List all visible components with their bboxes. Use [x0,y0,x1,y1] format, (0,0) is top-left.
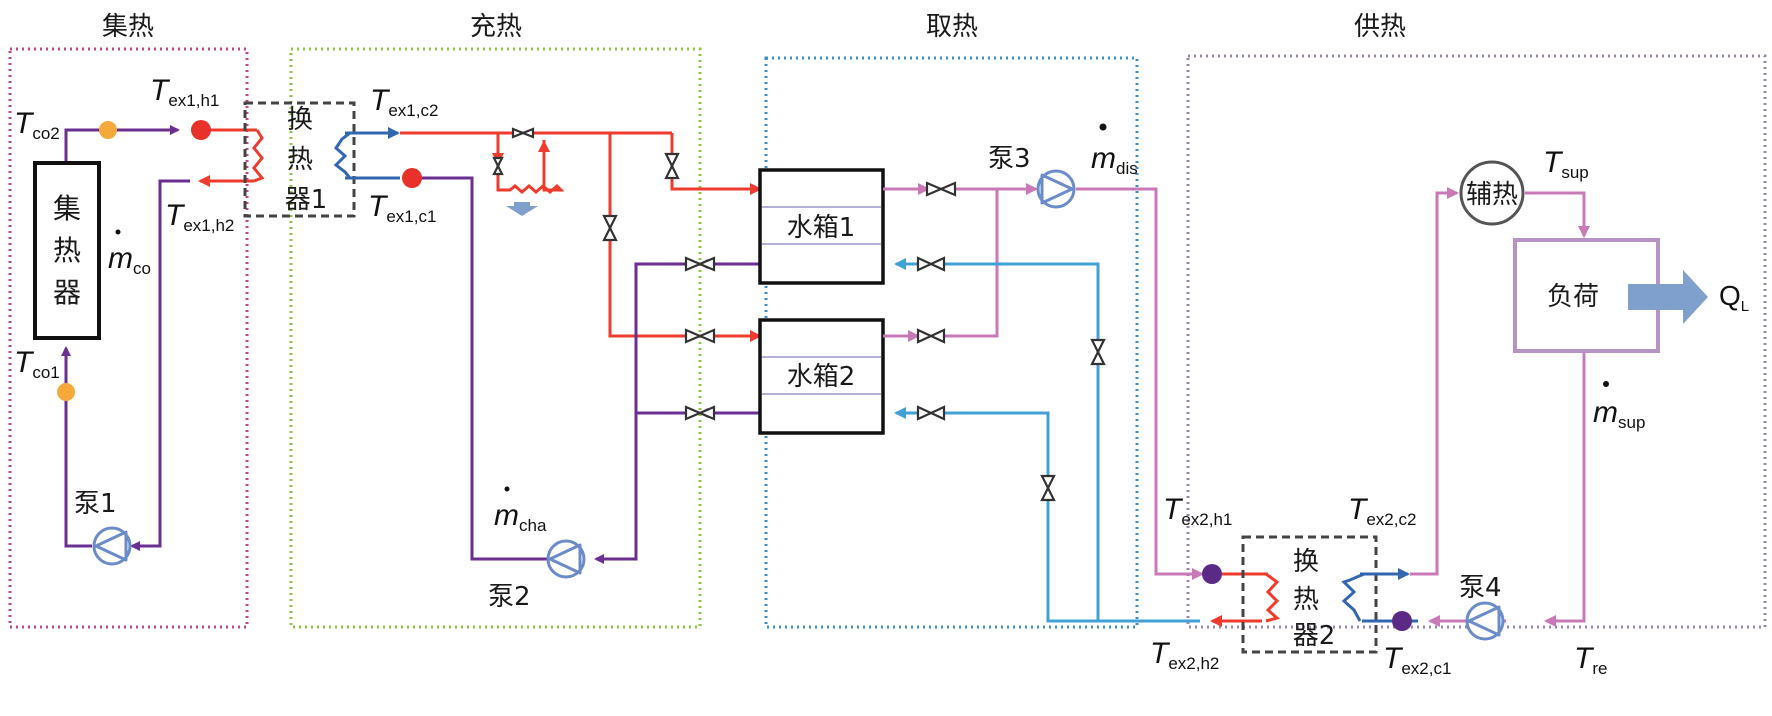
tank-1: 水箱1 [758,168,885,285]
sensor-t-co2 [99,121,117,139]
supply-section-border [1186,54,1767,629]
aux-heater-label: 辅热 [1466,180,1518,210]
section-title-collect: 集热 [102,12,154,42]
m-co-dot [115,229,121,235]
hx1-cold-coil [333,131,352,179]
hx2-label-2: 热 [1293,585,1319,615]
label-t-ex2-c2: Tex2,c2 [1348,493,1416,529]
m-dis-dot [1099,123,1107,131]
heat-load-arrow [1628,270,1708,324]
label-t-ex1-c2: Tex1,c2 [370,84,438,120]
valve-tank1-inlet-vertical [664,152,680,180]
hx1-hot-coil [252,129,265,183]
collector-label-2: 热 [53,234,81,267]
valve-heat-dump-top [511,127,535,139]
label-t-ex1-h1: Tex1,h1 [150,74,219,110]
hx2-hot-coil [1265,572,1281,623]
collector-label-1: 集 [53,192,81,225]
collector-label-3: 器 [53,276,81,309]
pump-3 [1036,169,1076,209]
pump-4 [1465,601,1505,641]
label-t-ex1-c1: Tex1,c1 [368,190,436,226]
m-sup-dot [1603,381,1609,387]
section-title-supply: 供热 [1354,12,1406,42]
load-label: 负荷 [1547,282,1599,312]
sensor-t-ex1-h1 [191,120,211,140]
label-q-l: QL [1719,280,1749,315]
sensor-t-ex2-c1 [1392,611,1412,631]
valve-tank2-discharge-out [916,328,946,344]
charge-section-border [289,47,702,629]
valve-return-vertical-2 [1040,474,1056,502]
hx1-label-3: 器1 [285,185,328,215]
sensor-t-ex2-h1 [1202,564,1222,584]
heat-dump-arrow [506,202,538,216]
label-m-sup: msup [1593,396,1645,432]
valve-tank2-outlet [684,405,716,421]
discharge-loop-pipes [883,183,1262,627]
label-t-re: Tre [1574,642,1607,678]
label-m-dis: mdis [1091,142,1138,178]
valve-heat-dump-side [492,156,504,176]
label-t-co1: Tco1 [14,346,60,382]
valve-tank2-inlet [684,328,716,344]
solar-collector: 集 热 器 [33,161,101,340]
hx1-boundary [243,101,356,218]
section-title-discharge: 取热 [926,12,978,42]
pump-2 [546,539,586,579]
hx2-label-3: 器2 [1293,621,1336,651]
hx1-label-1: 换 [287,105,313,135]
section-title-charge: 充热 [470,12,522,42]
label-t-ex2-c1: Tex2,c1 [1383,642,1451,678]
discharge-section-border [764,56,1139,629]
label-t-ex1-h2: Tex1,h2 [165,199,234,235]
sensor-t-co1 [57,383,75,401]
valve-tank1-outlet [684,256,716,272]
pump-1 [92,526,132,566]
auxiliary-heater: 辅热 [1459,160,1525,226]
m-cha-dot [504,486,510,492]
pump-2-label: 泵2 [488,582,531,612]
label-t-sup: Tsup [1543,146,1589,182]
tank-2: 水箱2 [758,318,885,435]
valve-tank1-return [916,256,946,272]
label-t-ex2-h1: Tex2,h1 [1163,493,1232,529]
label-m-cha: mcha [494,499,547,535]
label-m-co: mco [108,242,151,278]
hx2-cold-coil [1341,572,1365,622]
valve-tank2-return [916,405,946,421]
valve-tank1-discharge-out [925,181,957,197]
sensor-t-ex1-c1 [402,168,422,188]
pump-4-label: 泵4 [1459,573,1502,603]
tank-1-label: 水箱1 [787,213,856,243]
valve-tank2-branch-vertical [602,214,618,242]
tank-2-label: 水箱2 [787,362,856,392]
charge-loop-pipes [345,127,762,564]
hx1-label-2: 热 [287,145,313,175]
hx2-boundary [1241,535,1378,654]
label-t-co2: Tco2 [14,107,60,143]
pump-1-label: 泵1 [74,489,117,519]
supply-loop-pipes [1360,187,1590,627]
label-t-ex2-h2: Tex2,h2 [1150,637,1219,673]
hx2-label-1: 换 [1293,547,1319,577]
pump-3-label: 泵3 [988,144,1031,174]
valve-return-vertical-1 [1090,338,1106,366]
